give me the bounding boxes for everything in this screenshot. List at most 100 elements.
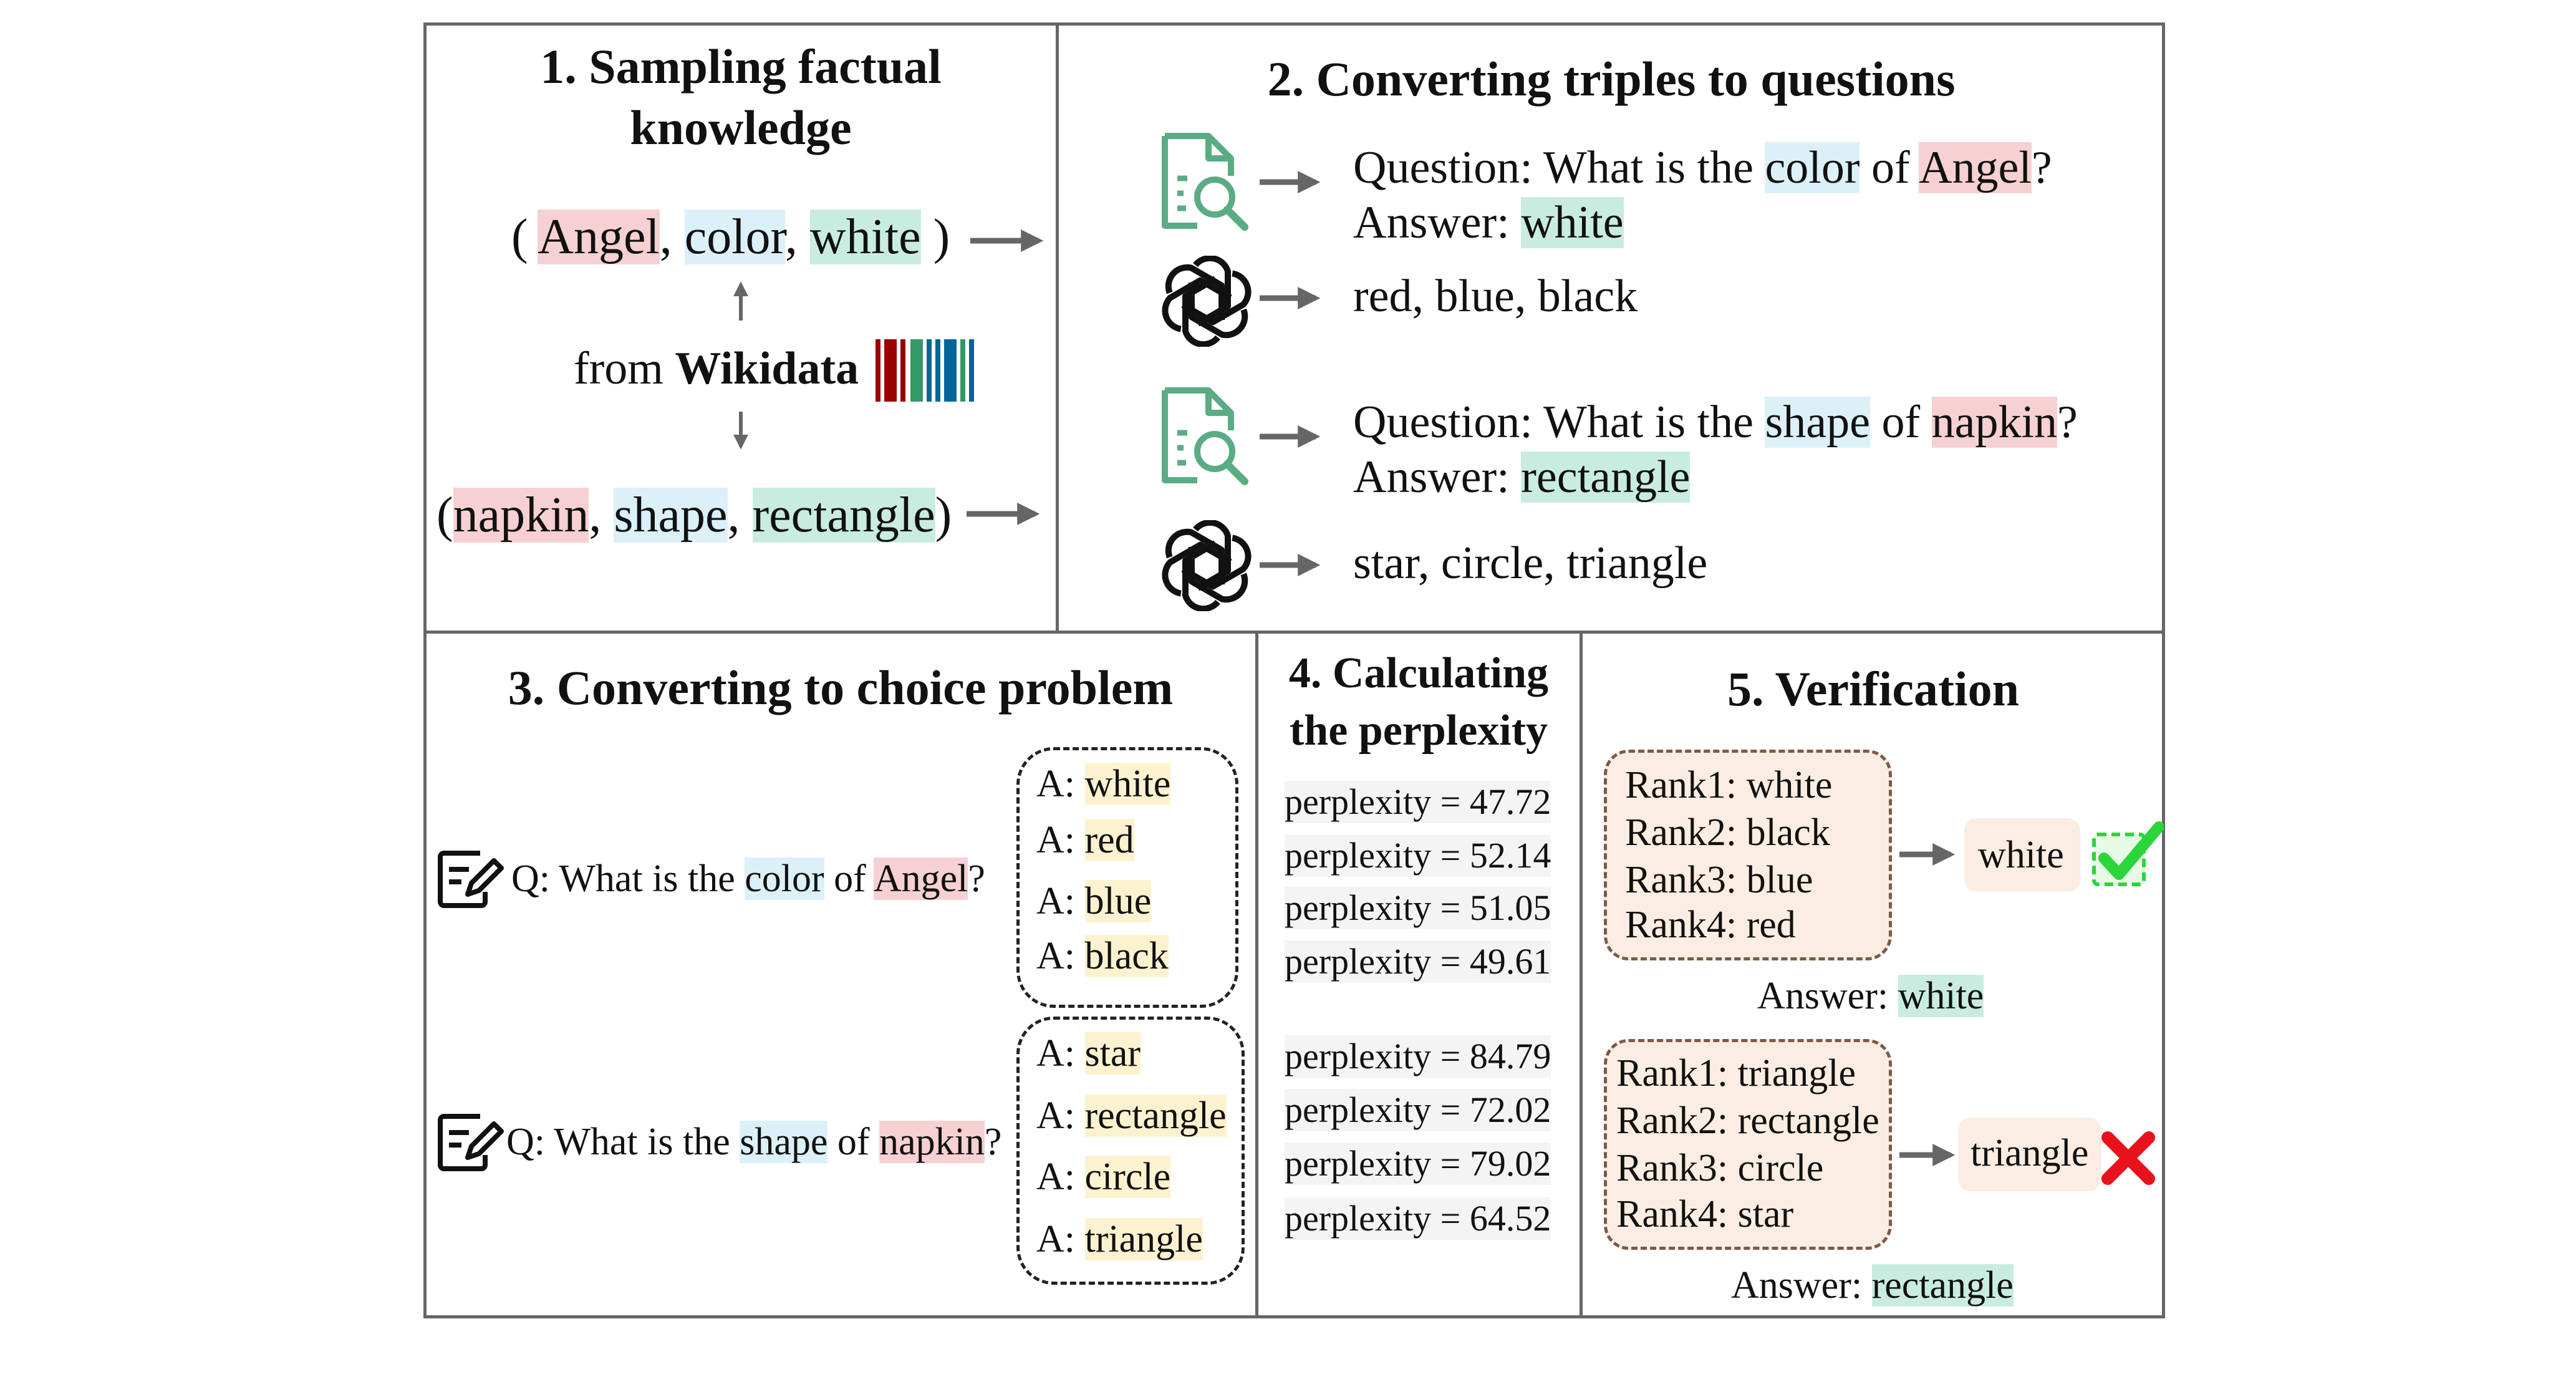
perplexity-value: perplexity = 47.72 [1285, 781, 1551, 823]
source-name: Wikidata [675, 343, 859, 394]
rank-box-1 [1604, 750, 1892, 960]
rank-item: Rank3: circle [1616, 1147, 1824, 1189]
perplexity-value: perplexity = 49.61 [1285, 940, 1551, 983]
answer-label: Answer: [1757, 975, 1889, 1017]
triple-separator: , [659, 210, 672, 264]
panel5-title: 5. Verification [1727, 662, 2019, 716]
option-value: circle [1084, 1156, 1171, 1198]
prediction-pill-2 [1958, 1118, 2101, 1191]
answer-value: white [1521, 197, 1624, 248]
answer-label: Answer: [1353, 452, 1510, 503]
option-label: A: [1036, 1156, 1075, 1198]
question-of: of [1881, 397, 1921, 448]
triple-subject: Angel [538, 210, 660, 264]
choice-question-subject: napkin [879, 1121, 985, 1163]
choice-question-of: of [834, 858, 866, 900]
answer-label: Answer: [1731, 1264, 1863, 1307]
divider-vertical-bottom-right [1580, 631, 1583, 1318]
option-item: A: triangle [1036, 1216, 1203, 1262]
choice-question-relation: color [745, 858, 824, 900]
option-item: A: blue [1036, 878, 1152, 924]
source-label: from Wikidata [574, 342, 859, 395]
choice-question-relation: shape [740, 1121, 828, 1163]
option-item: A: white [1036, 761, 1171, 807]
choice-question-1: Q: What is the color of Angel? [511, 856, 985, 902]
triple-object: rectangle [752, 488, 935, 543]
perplexity-value: perplexity = 79.02 [1285, 1143, 1551, 1185]
triple-separator: , [784, 210, 798, 264]
flow-arrows [733, 171, 1956, 1166]
divider-vertical-top [1056, 22, 1059, 634]
check-icon [2092, 821, 2164, 886]
cross-icon [2101, 1131, 2155, 1185]
rank-item: Rank1: triangle [1616, 1052, 1856, 1095]
perplexity-value: perplexity = 64.52 [1285, 1197, 1551, 1240]
triple-angel: ( Angel, color, white ) [511, 208, 950, 266]
rank-item: Rank4: red [1625, 904, 1796, 946]
option-item: A: black [1036, 933, 1169, 979]
question-1: Question: What is the color of Angel? [1353, 141, 2052, 195]
option-value: star [1084, 1032, 1141, 1075]
divider-horizontal [423, 631, 2165, 634]
openai-logo-icon [1162, 256, 1252, 347]
rank-item: Rank3: blue [1625, 859, 1813, 901]
triple-separator: , [727, 488, 740, 543]
panel1-title-line1: 1. Sampling factual [540, 39, 942, 94]
panel4-title-line1: 4. Calculating [1288, 649, 1549, 697]
option-value: white [1084, 763, 1171, 805]
option-label: A: [1036, 880, 1075, 922]
question-prefix: Question: What is the [1353, 397, 1754, 448]
option-value: rectangle [1084, 1095, 1227, 1137]
triple-open-paren: ( [437, 488, 453, 543]
question-relation: shape [1765, 397, 1870, 448]
wikidata-logo-icon [876, 339, 974, 402]
answer-1: Answer: white [1353, 196, 1624, 249]
prediction-label: triangle [1971, 1132, 2089, 1174]
rank-item: Rank2: rectangle [1616, 1100, 1879, 1142]
triple-open-paren: ( [511, 210, 528, 264]
answer-value: white [1898, 975, 1984, 1017]
answer-2: Answer: rectangle [1353, 450, 1691, 504]
option-value: blue [1084, 880, 1152, 922]
figure-frame [423, 22, 2165, 1318]
options-box-1 [1016, 747, 1238, 1008]
option-label: A: [1036, 935, 1075, 977]
rank-item: Rank4: star [1616, 1193, 1794, 1235]
option-label: A: [1036, 1218, 1075, 1260]
question-mark: ? [2031, 142, 2052, 193]
choice-question-mark: ? [968, 858, 985, 900]
panel1-title: 1. Sampling factual knowledge [427, 36, 1055, 158]
verification-answer-2: Answer: rectangle [1731, 1262, 2014, 1308]
choice-question-subject: Angel [873, 858, 968, 900]
option-value: triangle [1084, 1218, 1203, 1260]
option-item: A: rectangle [1036, 1093, 1227, 1139]
perplexity-value: perplexity = 72.02 [1285, 1089, 1551, 1131]
panel4-title: 4. Calculating the perplexity [1260, 645, 1578, 760]
panel4-title-line2: the perplexity [1289, 707, 1548, 755]
option-value: black [1084, 935, 1169, 977]
question-of: of [1871, 142, 1910, 193]
question-mark: ? [2057, 397, 2078, 448]
option-item: A: red [1036, 817, 1134, 863]
rank-item: Rank1: white [1625, 764, 1833, 806]
document-search-icon [1162, 133, 1248, 231]
option-item: A: circle [1036, 1154, 1171, 1200]
edit-note-icon [438, 851, 504, 908]
triple-relation: color [684, 210, 785, 264]
option-label: A: [1036, 1095, 1075, 1137]
answer-value: rectangle [1871, 1264, 2014, 1307]
choice-question-prefix: Q: What is the [511, 858, 735, 900]
panel2-title: 2. Converting triples to questions [1267, 52, 1956, 106]
question-subject: napkin [1931, 397, 2057, 448]
triple-close-paren: ) [933, 210, 950, 264]
option-item: A: star [1036, 1030, 1141, 1076]
perplexity-value: perplexity = 51.05 [1285, 887, 1551, 929]
triple-subject: napkin [453, 488, 589, 543]
choice-question-2: Q: What is the shape of napkin? [506, 1119, 1001, 1165]
question-2: Question: What is the shape of napkin? [1353, 395, 2078, 449]
triple-object: white [809, 210, 921, 264]
option-value: red [1084, 819, 1134, 861]
choice-question-of: of [837, 1121, 870, 1163]
source-prefix: from [574, 343, 663, 394]
